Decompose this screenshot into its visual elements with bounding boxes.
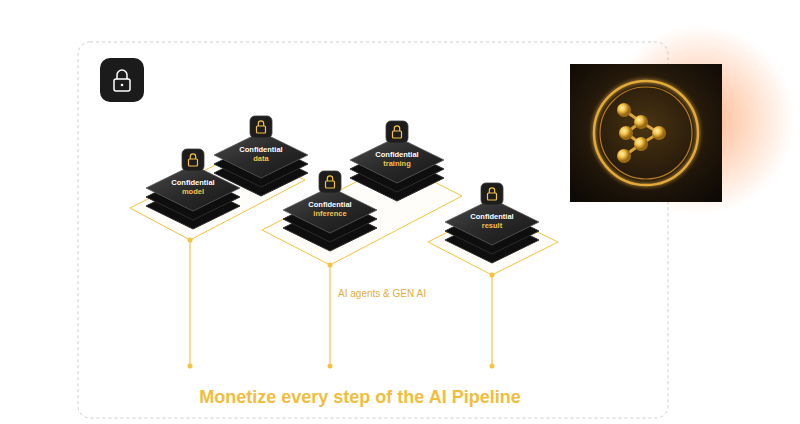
molecule-atom <box>617 103 631 117</box>
lock-body <box>114 79 130 91</box>
node-body: training <box>383 160 411 169</box>
diamond-face <box>283 187 377 233</box>
diamond-text: Confidentialdata <box>239 146 282 163</box>
section-label: AI agents & GEN AI <box>336 288 428 299</box>
lock-tile <box>481 183 503 205</box>
node-heading: Confidential <box>375 151 418 160</box>
lock-shackle <box>190 154 195 159</box>
platform-drop-line <box>491 275 492 366</box>
confidential-diamond: Confidentialdata <box>214 132 308 178</box>
diamond-text: Confidentialresult <box>470 213 513 230</box>
pipeline-title: Monetize every step of the AI Pipeline <box>199 387 520 408</box>
lock-tile <box>100 58 144 102</box>
confidential-diamond: Confidentialmodel <box>146 165 240 211</box>
node-body: result <box>482 222 502 231</box>
gold-ring-inner <box>600 87 692 179</box>
molecule-atom <box>652 126 666 140</box>
diamond-text: Confidentialmodel <box>171 179 214 196</box>
lock-tile <box>319 171 341 193</box>
diamond-face <box>445 199 539 245</box>
lock-body <box>488 193 497 200</box>
platform-drop-line <box>189 240 190 366</box>
lock-hole <box>121 84 124 87</box>
lock-shackle <box>327 176 332 181</box>
confidential-diamond: Confidentialresult <box>445 199 539 245</box>
confidential-diamond: Confidentialtraining <box>350 137 444 183</box>
molecule-atom <box>634 115 648 129</box>
lock-body <box>326 181 335 188</box>
confidential-diamond: Confidentialinference <box>283 187 377 233</box>
lock-body <box>393 131 402 138</box>
lock-shackle <box>117 70 127 79</box>
timeline-arrow <box>190 365 620 366</box>
node-heading: Confidential <box>239 146 282 155</box>
lock-shackle <box>258 121 263 126</box>
molecule-atom <box>617 149 631 163</box>
diamond-face <box>350 137 444 183</box>
node-heading: Confidential <box>171 179 214 188</box>
platform-drop-line <box>329 265 330 366</box>
diamond-text: Confidentialtraining <box>375 151 418 168</box>
lock-tile <box>182 149 204 171</box>
node-body: model <box>182 188 204 197</box>
logo-image <box>570 64 722 202</box>
diamond-text: Confidentialinference <box>308 201 351 218</box>
lock-tile <box>250 116 272 138</box>
lock-body <box>257 126 266 133</box>
lock-shackle <box>489 188 494 193</box>
platform-dot <box>328 263 333 268</box>
lock-tile <box>386 121 408 143</box>
diamond-face <box>214 132 308 178</box>
lock-shackle <box>394 126 399 131</box>
gold-ring <box>594 81 698 185</box>
node-body: data <box>253 155 268 164</box>
molecule-atom <box>619 126 633 140</box>
platform-dot <box>490 273 495 278</box>
molecule-atom <box>634 137 648 151</box>
node-heading: Confidential <box>470 213 513 222</box>
platform-dot <box>188 238 193 243</box>
lock-body <box>189 159 198 166</box>
node-body: inference <box>313 210 346 219</box>
node-heading: Confidential <box>308 201 351 210</box>
